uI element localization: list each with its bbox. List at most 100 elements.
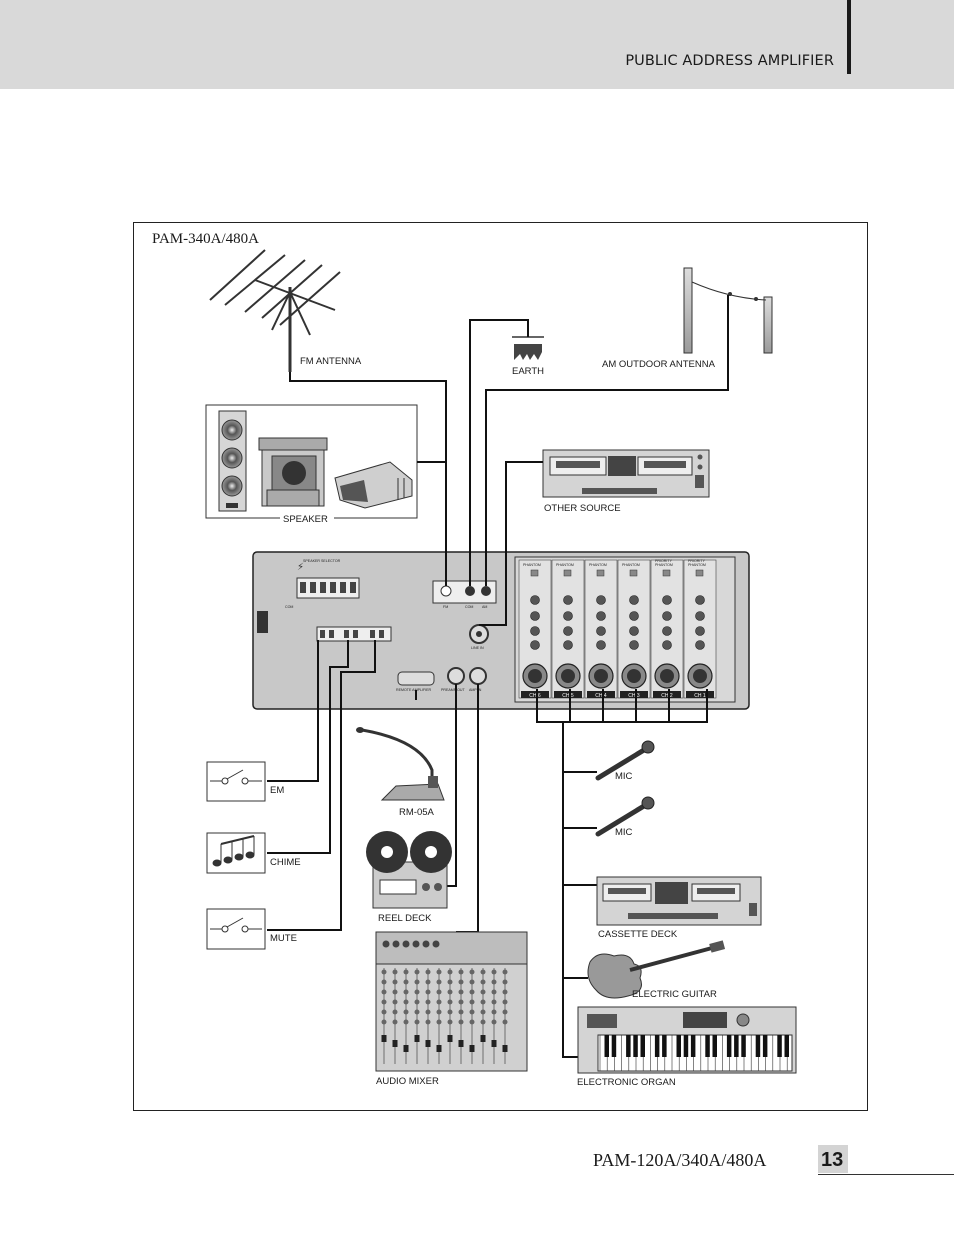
gain-knob-icon [629, 595, 639, 605]
header-title: PUBLIC ADDRESS AMPLIFIER [625, 53, 834, 69]
phantom-label: PHANTOM [589, 563, 607, 567]
header-divider [847, 0, 851, 74]
audio-mixer-icon [375, 931, 528, 1072]
channel-label: CH 3 [628, 693, 640, 699]
gain-knob-icon [695, 595, 705, 605]
phantom-label: PHANTOM [523, 563, 541, 567]
page-number: 13 [821, 1149, 844, 1171]
connection-wires [267, 295, 729, 1058]
gain-knob-icon [629, 626, 639, 636]
channel-label: CH 1 [694, 693, 706, 699]
warning-icon: ⚡ [297, 562, 304, 573]
page-number-box [818, 1145, 848, 1173]
ceiling-speaker-icon [258, 437, 328, 507]
rm05a-label: RM-05A [399, 807, 435, 818]
phantom-label: PHANTOM [655, 563, 673, 567]
gain-knob-icon [629, 640, 639, 650]
am-antenna-icon [683, 267, 773, 354]
phantom-label: PHANTOM [622, 563, 640, 567]
mic2-icon [595, 796, 655, 837]
gain-knob-icon [695, 640, 705, 650]
gain-knob-icon [530, 595, 540, 605]
chime-label: CHIME [270, 857, 301, 868]
gain-knob-icon [563, 595, 573, 605]
remote-amplifier-label: REMOTE AMPLIFIER [396, 688, 432, 692]
reel-deck-label: REEL DECK [378, 913, 432, 924]
gain-knob-icon [563, 640, 573, 650]
priority-label: PRIORITY [655, 559, 673, 563]
gain-knob-icon [596, 595, 606, 605]
channel-strip: PHANTOM CH 3 [617, 559, 651, 699]
phantom-label: PHANTOM [556, 563, 574, 567]
electronic-organ-icon [577, 1006, 797, 1074]
other-source-label: OTHER SOURCE [544, 503, 621, 514]
com-label: COM [285, 605, 293, 609]
gain-knob-icon [662, 595, 672, 605]
amp-in-label: AMP IN [469, 688, 482, 692]
gain-knob-icon [530, 611, 540, 621]
channel-label: CH 6 [529, 693, 541, 699]
gain-knob-icon [530, 626, 540, 636]
cassette-deck-label: CASSETTE DECK [598, 929, 678, 940]
am-terminal-label: AM [482, 605, 487, 609]
priority-label: PRIORITY [688, 559, 706, 563]
header-band [0, 0, 954, 89]
gain-knob-icon [596, 611, 606, 621]
diagram-model-title: PAM-340A/480A [152, 231, 259, 247]
com-terminal-label: COM [465, 605, 473, 609]
phantom-label: PHANTOM [688, 563, 706, 567]
speaker-label: SPEAKER [283, 514, 328, 525]
channel-strip: PHANTOM CH 5 [551, 559, 585, 699]
electric-guitar-label: ELECTRIC GUITAR [632, 989, 717, 1000]
channel-label: CH 4 [595, 693, 607, 699]
speaker-selector-label: SPEAKER SELECTOR [303, 559, 341, 563]
other-source-icon [542, 449, 710, 498]
cassette-deck-icon [596, 876, 762, 926]
audio-mixer-label: AUDIO MIXER [376, 1076, 439, 1087]
preamp-out-label: PREAMP OUT [441, 688, 466, 692]
channel-label: CH 5 [562, 693, 574, 699]
gain-knob-icon [662, 626, 672, 636]
gain-knob-icon [596, 626, 606, 636]
electric-guitar-icon [587, 940, 726, 999]
gain-knob-icon [629, 611, 639, 621]
channel-strip: PHANTOM CH 6 [518, 559, 552, 699]
em-switch-icon [206, 761, 266, 802]
earth-icon [512, 336, 544, 360]
mute-label: MUTE [270, 933, 297, 944]
gain-knob-icon [695, 611, 705, 621]
diagram-frame [133, 222, 868, 1111]
em-label: EM [270, 785, 284, 796]
mic2-label: MIC [615, 827, 633, 838]
rm05a-microphone-icon [356, 727, 445, 801]
footer-model: PAM-120A/340A/480A [593, 1150, 767, 1170]
horn-speaker-icon [334, 461, 413, 509]
footer-rule [818, 1174, 954, 1175]
channel-label: CH 2 [661, 693, 673, 699]
electronic-organ-label: ELECTRONIC ORGAN [577, 1077, 676, 1088]
gain-knob-icon [662, 640, 672, 650]
fm-terminal-label: FM [443, 605, 448, 609]
gain-knob-icon [530, 640, 540, 650]
gain-knob-icon [695, 626, 705, 636]
line-in-label: LINE IN [471, 646, 484, 650]
mic1-icon [595, 740, 655, 781]
am-antenna-label: AM OUTDOOR ANTENNA [602, 359, 716, 370]
chime-icon [206, 832, 266, 874]
mic1-label: MIC [615, 771, 633, 782]
gain-knob-icon [563, 611, 573, 621]
gain-knob-icon [563, 626, 573, 636]
gain-knob-icon [662, 611, 672, 621]
earth-label: EARTH [512, 366, 544, 377]
reel-deck-icon [366, 831, 452, 909]
gain-knob-icon [596, 640, 606, 650]
fm-antenna-icon [209, 249, 341, 372]
column-speaker-icon [218, 410, 247, 512]
fm-antenna-label: FM ANTENNA [300, 356, 362, 367]
mute-switch-icon [206, 908, 266, 950]
channel-strip: PHANTOM CH 4 [584, 559, 618, 699]
